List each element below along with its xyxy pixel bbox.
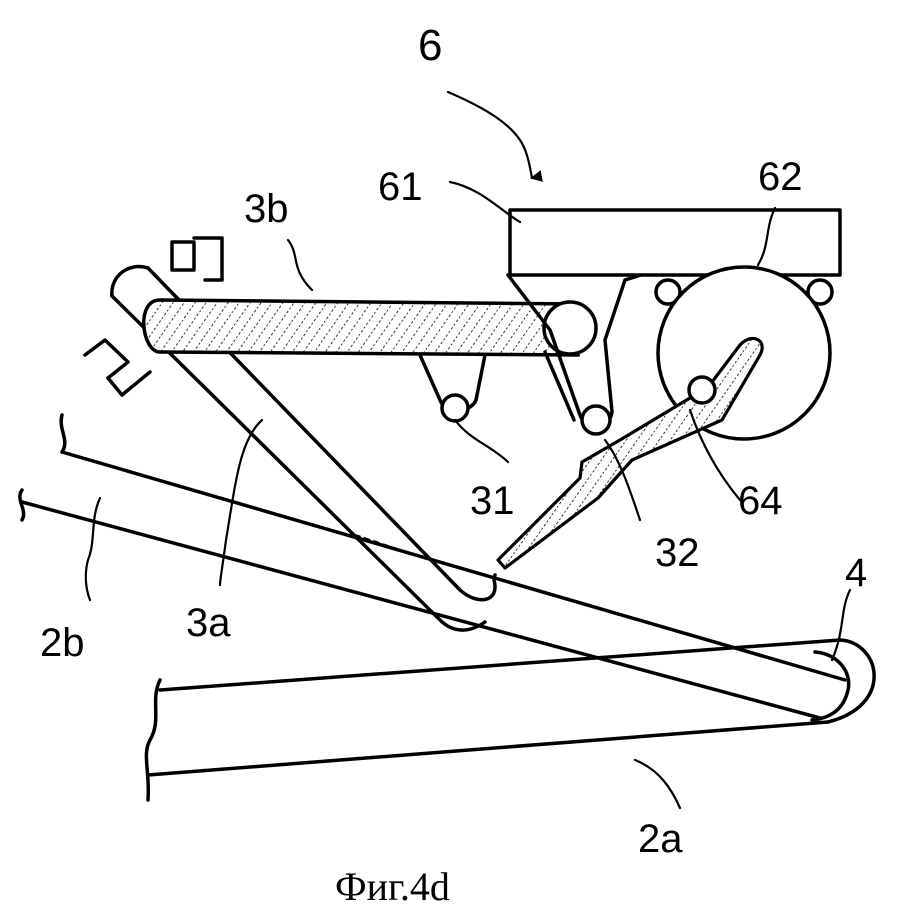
leader-2b bbox=[84, 496, 102, 602]
leader-64 bbox=[688, 408, 742, 502]
leader-4 bbox=[830, 588, 852, 662]
label-4: 4 bbox=[845, 551, 867, 595]
bar-3b bbox=[142, 298, 580, 357]
label-3b: 3b bbox=[244, 187, 289, 231]
figure-caption: Фиг.4d bbox=[335, 864, 450, 909]
belt-2b bbox=[18, 413, 847, 720]
bracket-left bbox=[83, 338, 152, 397]
leader-31 bbox=[453, 418, 510, 464]
support-rollers bbox=[654, 278, 834, 306]
label-62: 62 bbox=[758, 155, 803, 199]
roller-31-bracket bbox=[418, 353, 487, 423]
label-31: 31 bbox=[470, 479, 515, 523]
label-32: 32 bbox=[655, 531, 700, 575]
leader-62 bbox=[756, 206, 777, 267]
pulley-4 bbox=[810, 650, 851, 722]
arm-3a bbox=[110, 264, 497, 632]
bracket-top bbox=[170, 236, 224, 282]
leader-3b bbox=[286, 238, 314, 292]
label-6: 6 bbox=[418, 21, 442, 70]
belt-2a bbox=[144, 638, 876, 802]
leader-lines bbox=[84, 180, 852, 810]
label-64: 64 bbox=[738, 479, 783, 523]
leader-2a bbox=[633, 758, 682, 810]
pivot-3b-right bbox=[542, 300, 598, 356]
arrow-6 bbox=[446, 90, 543, 182]
leader-61 bbox=[448, 180, 522, 224]
label-61: 61 bbox=[378, 165, 423, 209]
unit-61-box bbox=[508, 208, 842, 277]
leader-3a bbox=[218, 418, 264, 587]
label-3a: 3a bbox=[186, 601, 231, 645]
reference-labels: 6 61 62 3b 31 32 64 3a 2b 4 2a bbox=[40, 21, 867, 861]
leader-32 bbox=[603, 438, 642, 522]
label-2a: 2a bbox=[638, 817, 683, 861]
lever-32 bbox=[496, 336, 764, 570]
label-2b: 2b bbox=[40, 621, 85, 665]
frame-link bbox=[506, 270, 652, 436]
